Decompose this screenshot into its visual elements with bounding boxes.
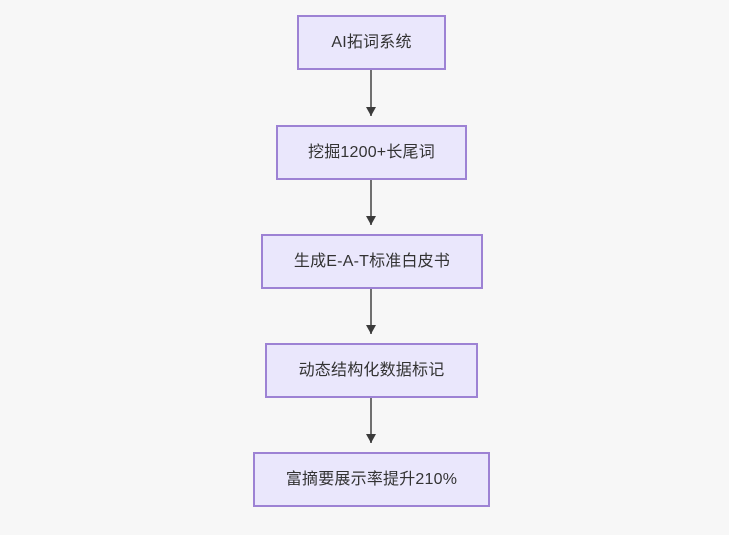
flow-node-2[interactable]: 挖掘1200+长尾词 [276, 125, 467, 180]
flow-node-label: 生成E-A-T标准白皮书 [293, 252, 451, 270]
flow-node-5[interactable]: 富摘要展示率提升210% [253, 452, 490, 507]
flow-node-label: 富摘要展示率提升210% [285, 470, 458, 488]
arrow-down-icon [366, 325, 376, 334]
flow-node-label: 动态结构化数据标记 [298, 361, 445, 379]
flow-node-4[interactable]: 动态结构化数据标记 [265, 343, 478, 398]
arrow-down-icon [366, 107, 376, 116]
flow-connector-line [370, 398, 372, 443]
flow-connector-line [370, 180, 372, 225]
flow-node-label: 挖掘1200+长尾词 [308, 143, 435, 161]
flow-connector-line [370, 70, 372, 116]
arrow-down-icon [366, 434, 376, 443]
flow-connector-line [370, 289, 372, 334]
flow-node-label: AI拓词系统 [331, 33, 412, 51]
flow-node-3[interactable]: 生成E-A-T标准白皮书 [261, 234, 483, 289]
flow-node-1[interactable]: AI拓词系统 [297, 15, 446, 70]
arrow-down-icon [366, 216, 376, 225]
